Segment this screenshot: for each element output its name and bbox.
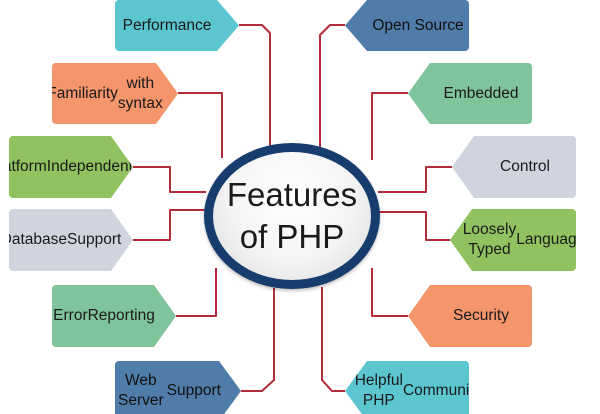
- feature-label-line: with syntax: [117, 74, 163, 112]
- feature-box-control: Control: [452, 136, 576, 198]
- right-connector-1: [319, 24, 345, 148]
- right-connector-2: [371, 92, 408, 160]
- left-connector-6: [241, 288, 275, 392]
- feature-label-line: Error: [53, 307, 88, 324]
- feature-label-line: Support: [67, 231, 122, 248]
- feature-box-platform-independent: PlatformIndependent: [9, 136, 133, 198]
- left-connector-2: [178, 92, 223, 158]
- feature-box-open-source: Open Source: [345, 0, 469, 51]
- feature-label-line: Control: [500, 158, 550, 175]
- feature-label-line: Performance: [122, 16, 212, 34]
- feature-label-line: Independent: [46, 158, 133, 175]
- feature-box-security: Security: [408, 285, 532, 347]
- feature-label-line: Community: [402, 382, 482, 399]
- feature-box-performance: Performance: [115, 0, 239, 51]
- feature-label-line: Familiarity: [47, 84, 118, 102]
- feature-label-line: Embedded: [443, 84, 519, 102]
- left-connector-1: [239, 24, 271, 160]
- feature-label-line: Web Server: [118, 372, 164, 409]
- center-title-line1: Features: [226, 176, 358, 213]
- center-hub: Features of PHP: [204, 143, 380, 289]
- feature-label-line: Helpful PHP: [354, 372, 403, 409]
- feature-label-line: Loosely Typed: [462, 221, 517, 258]
- right-connector-4: [378, 211, 450, 241]
- right-connector-3: [378, 166, 452, 193]
- feature-label-line: Platform: [0, 158, 47, 175]
- feature-label-line: Language: [516, 231, 586, 248]
- feature-label-line: Database: [0, 231, 68, 248]
- feature-label-line: Security: [453, 307, 509, 324]
- right-connector-5: [371, 268, 408, 317]
- feature-label-line: Reporting: [87, 307, 155, 324]
- right-connector-6: [321, 287, 345, 392]
- feature-box-embedded: Embedded: [408, 63, 532, 124]
- center-title-line2: of PHP: [239, 218, 345, 255]
- center-hub-inner: Features of PHP: [213, 152, 371, 280]
- left-connector-5: [176, 268, 217, 317]
- left-connector-3: [133, 166, 206, 193]
- feature-label-line: Open Source: [372, 16, 464, 34]
- left-connector-4: [133, 209, 206, 241]
- feature-label-line: Support: [166, 382, 221, 399]
